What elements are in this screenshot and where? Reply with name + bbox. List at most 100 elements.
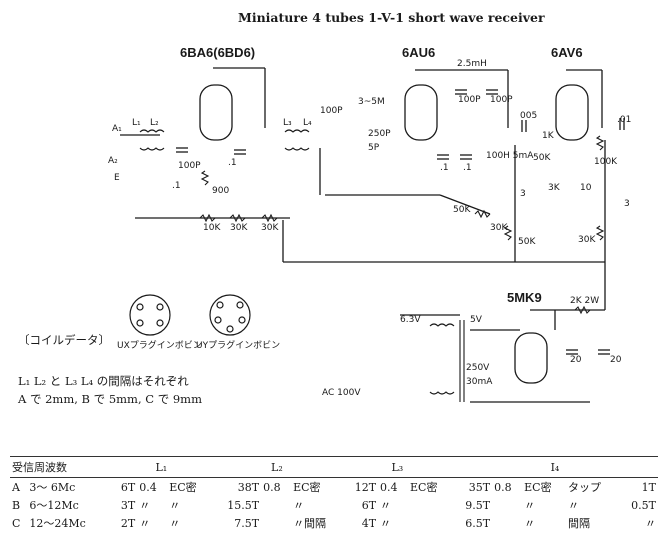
cap-005: 005 — [520, 111, 537, 121]
table-cell: 4T — [361, 516, 377, 530]
tube-6au6-symbol — [404, 84, 438, 141]
table-cell: 9.5T — [465, 498, 491, 512]
table-cell: 〃 — [139, 517, 151, 530]
label-l2: L₂ — [150, 118, 159, 128]
cap-01-4: .1 — [463, 163, 472, 173]
coil-data-heading: 〔コイルデータ〕 — [18, 333, 110, 347]
cap-5p: 5P — [368, 143, 380, 153]
table-cell: 〃 — [568, 499, 579, 512]
table-cell — [261, 514, 291, 532]
tube-label-6ba6: 6BA6(6BD6) — [180, 45, 255, 60]
label-l1: L₁ — [132, 118, 141, 128]
table-row: C 12～24Mc 2T 〃 〃 7.5T 〃間隔 4T 〃 6.5T 〃 間隔… — [10, 514, 658, 532]
table-cell: 0.8 — [263, 480, 281, 494]
header-l2: L₂ — [211, 457, 343, 478]
diagram-title: Miniature 4 tubes 1-V-1 short wave recei… — [238, 10, 545, 25]
power-6-3v: 6.3V — [400, 315, 421, 325]
coil-data-table: 受信周波数 L₁ L₂ L₃ I₄ A 3～ 6Mc 6T 0.4 EC密 38… — [10, 457, 658, 532]
res-3k: 3K — [548, 183, 561, 193]
res-30k-1: 30K — [230, 223, 248, 233]
tube-envelopes — [199, 84, 589, 384]
cap-20-2: 20 — [610, 355, 622, 365]
tube-6av6-symbol — [555, 84, 589, 141]
wiring — [120, 67, 606, 403]
cap-100p-2: 100P — [320, 106, 343, 116]
cap-250p: 250P — [368, 129, 391, 139]
header-frequency: 受信周波数 — [10, 457, 112, 478]
table-cell: EC密 — [524, 481, 552, 494]
table-cell: 〃 — [380, 499, 392, 512]
cap-3-2: 3 — [624, 199, 630, 209]
table-cell: 6～12Mc — [29, 499, 79, 512]
coil-spacing-values: A で 2mm, B で 5mm, C で 9mm — [18, 392, 202, 406]
cap-3-1: 3 — [520, 189, 526, 199]
choke-100h: 100H 5mA — [486, 151, 534, 161]
table-cell — [408, 514, 452, 532]
table-cell: 〃 — [524, 517, 536, 530]
table-cell: 6.5T — [465, 516, 491, 530]
table-cell: C — [12, 516, 21, 530]
res-100k: 100K — [594, 157, 618, 167]
table-cell: 2T — [120, 516, 136, 530]
table-cell: 〃 — [645, 517, 656, 530]
table-cell: 〃 — [169, 499, 181, 512]
table-cell: 12～24Mc — [29, 517, 86, 530]
cap-100p-3: 100P — [458, 95, 481, 105]
power-5v: 5V — [470, 315, 483, 325]
tube-label-5mk9: 5MK9 — [507, 290, 542, 305]
cap-100p-4: 100P — [490, 95, 513, 105]
table-cell: A — [12, 480, 20, 494]
table-cell — [492, 514, 522, 532]
table-cell: 3T — [120, 498, 136, 512]
table-cell: 12T — [354, 480, 377, 494]
table-cell: EC密 — [169, 481, 197, 494]
res-50k-2: 50K — [518, 237, 536, 247]
res-3-5m: 3~5M — [358, 97, 385, 107]
ux-bobbin-pin-diagram — [129, 294, 171, 336]
table-cell: 〃 — [380, 517, 392, 530]
table-cell: 1T — [641, 480, 656, 494]
power-ac100v: AC 100V — [322, 388, 361, 398]
table-cell: 0.8 — [494, 480, 512, 494]
table-row: B 6～12Mc 3T 〃 〃 15.5T 〃 6T 〃 9.5T 〃 〃 0.… — [10, 496, 658, 514]
schematic-diagram: Miniature 4 tubes 1-V-1 short wave recei… — [108, 10, 631, 403]
capacitors — [176, 89, 625, 355]
cap-100p-1: 100P — [178, 161, 201, 171]
res-2k-2w: 2K 2W — [570, 296, 599, 306]
res-50k-3: 50K — [533, 153, 551, 163]
cap-10: 10 — [580, 183, 592, 193]
label-e: E — [114, 173, 120, 183]
ux-bobbin-label: UXプラグインボビン — [117, 339, 202, 351]
uy-bobbin-pin-diagram — [209, 294, 251, 336]
table-cell: 〃 — [139, 499, 151, 512]
table-cell — [492, 496, 522, 514]
res-1k: 1K — [542, 131, 555, 141]
resistors — [199, 135, 605, 315]
table-cell: 0.4 — [139, 480, 157, 494]
table-row: A 3～ 6Mc 6T 0.4 EC密 38T 0.8 EC密 12T 0.4 … — [10, 478, 658, 497]
table-top-rule — [10, 456, 658, 457]
res-10k: 10K — [203, 223, 221, 233]
uy-bobbin-label: UYプラグインボビン — [196, 339, 280, 351]
res-30k-3: 30K — [490, 223, 508, 233]
table-cell: 6T — [120, 480, 136, 494]
table-cell: 15.5T — [227, 498, 260, 512]
power-30ma: 30mA — [466, 377, 493, 387]
table-cell: 間隔 — [568, 517, 590, 530]
power-250v: 250V — [466, 363, 490, 373]
table-cell: 6T — [361, 498, 377, 512]
rfc-2-5mh: 2.5mH — [457, 59, 487, 69]
header-l3: L₃ — [342, 457, 452, 478]
cap-01-3: .1 — [440, 163, 449, 173]
res-50k-1: 50K — [453, 205, 471, 215]
label-a1: A₁ — [112, 124, 122, 134]
table-cell: 35T — [468, 480, 491, 494]
header-l1: L₁ — [111, 457, 212, 478]
table-cell: 38T — [237, 480, 260, 494]
table-cell: 3～ 6Mc — [29, 481, 76, 494]
label-a2: A₂ — [108, 156, 118, 166]
tube-label-6au6: 6AU6 — [402, 45, 435, 60]
table-cell — [261, 496, 291, 514]
table-cell: EC密 — [410, 481, 438, 494]
table-cell: B — [12, 498, 21, 512]
